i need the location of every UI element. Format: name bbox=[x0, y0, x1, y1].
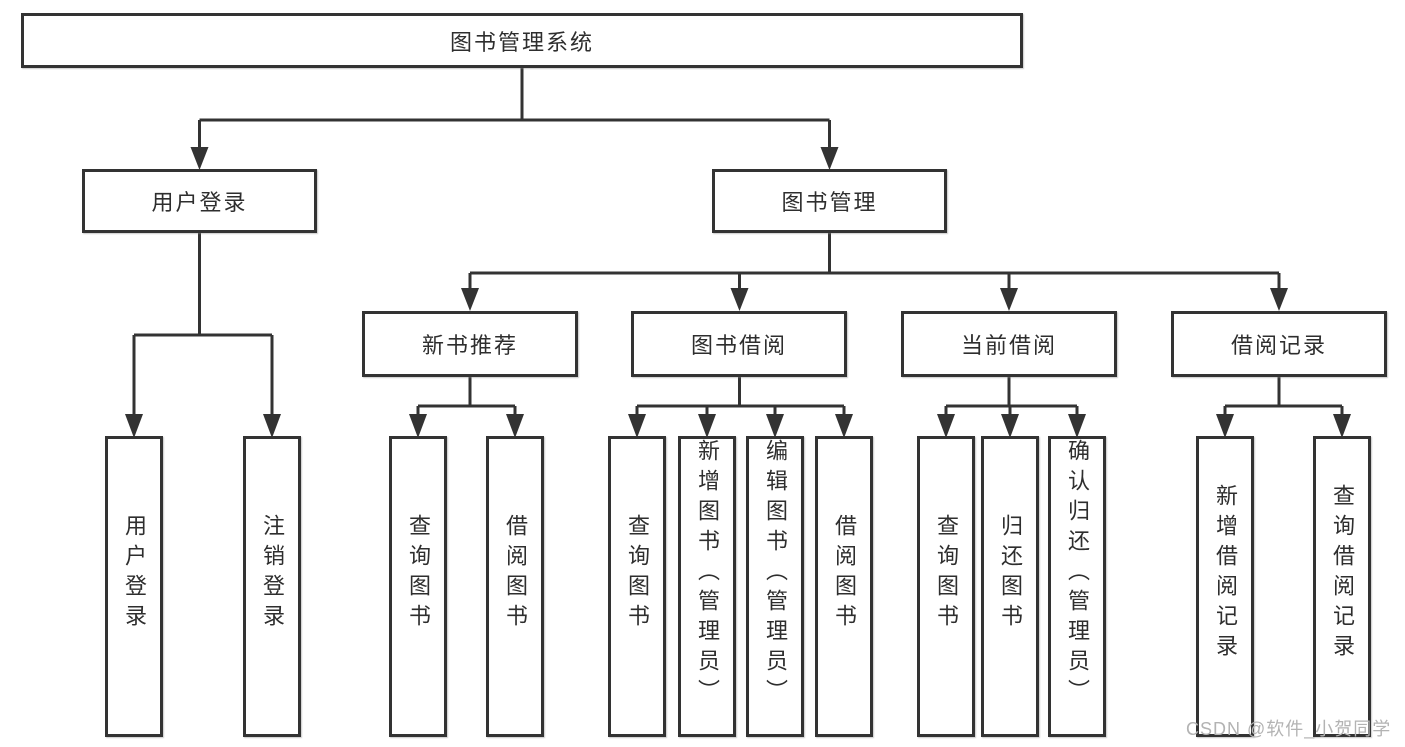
leaf-confirm-return-admin: 确认归还（管理员） bbox=[1048, 436, 1106, 737]
leaf-query-borrow-record: 查询借阅记录 bbox=[1313, 436, 1371, 737]
node-label: 查询图书 bbox=[934, 513, 959, 634]
leaf-query-books-under-current: 查询图书 bbox=[917, 436, 975, 737]
connector-borrow-records-children bbox=[1223, 377, 1344, 417]
connector-root-to-level2 bbox=[198, 68, 831, 150]
leaf-borrow-books-under-recommendation: 借阅图书 bbox=[486, 436, 544, 737]
node-label: 新书推荐 bbox=[421, 333, 518, 358]
node-label: 图书管理 bbox=[781, 190, 878, 215]
node-label: 新增借阅记录 bbox=[1213, 483, 1238, 664]
node-borrowing-records: 借阅记录 bbox=[1171, 311, 1387, 377]
node-label: 借阅图书 bbox=[832, 513, 857, 634]
node-label: 查询借阅记录 bbox=[1330, 483, 1355, 664]
node-label: 新增图书（管理员） bbox=[695, 438, 720, 709]
node-label: 注销登录 bbox=[260, 513, 285, 634]
connector-user-login-children bbox=[132, 233, 274, 417]
connector-new-book-rec-children bbox=[416, 377, 517, 417]
connector-book-mgmt-children bbox=[468, 233, 1281, 291]
node-label: 借阅记录 bbox=[1230, 333, 1327, 358]
leaf-query-books-under-borrowing: 查询图书 bbox=[608, 436, 666, 737]
connector-book-borrow-children bbox=[635, 377, 846, 417]
leaf-query-books-under-recommendation: 查询图书 bbox=[389, 436, 447, 737]
leaf-add-books-admin: 新增图书（管理员） bbox=[678, 436, 736, 737]
leaf-user-login: 用户登录 bbox=[105, 436, 163, 737]
leaf-return-books: 归还图书 bbox=[981, 436, 1039, 737]
connector-current-borrow-children bbox=[944, 377, 1079, 417]
node-label: 图书借阅 bbox=[690, 333, 787, 358]
leaf-edit-books-admin: 编辑图书（管理员） bbox=[746, 436, 804, 737]
node-new-book-recommendation: 新书推荐 bbox=[362, 311, 578, 377]
node-user-login: 用户登录 bbox=[82, 169, 317, 233]
node-label: 查询图书 bbox=[625, 513, 650, 634]
node-label: 归还图书 bbox=[998, 513, 1023, 634]
node-label: 确认归还（管理员） bbox=[1065, 438, 1090, 709]
node-label: 用户登录 bbox=[122, 513, 147, 634]
csdn-watermark: CSDN @软件_小贺同学 bbox=[1186, 719, 1392, 739]
arrowheads bbox=[125, 147, 1351, 438]
node-label: 查询图书 bbox=[406, 513, 431, 634]
node-book-borrowing: 图书借阅 bbox=[631, 311, 847, 377]
node-label: 编辑图书（管理员） bbox=[763, 438, 788, 709]
node-label: 借阅图书 bbox=[503, 513, 528, 634]
node-label: 当前借阅 bbox=[960, 333, 1057, 358]
node-current-borrowing: 当前借阅 bbox=[901, 311, 1117, 377]
leaf-borrow-books-under-borrowing: 借阅图书 bbox=[815, 436, 873, 737]
node-book-management: 图书管理 bbox=[712, 169, 947, 233]
leaf-logout: 注销登录 bbox=[243, 436, 301, 737]
leaf-add-borrow-record: 新增借阅记录 bbox=[1196, 436, 1254, 737]
node-label: 用户登录 bbox=[151, 190, 248, 215]
node-library-management-system: 图书管理系统 bbox=[21, 13, 1023, 68]
node-label: 图书管理系统 bbox=[449, 29, 594, 55]
